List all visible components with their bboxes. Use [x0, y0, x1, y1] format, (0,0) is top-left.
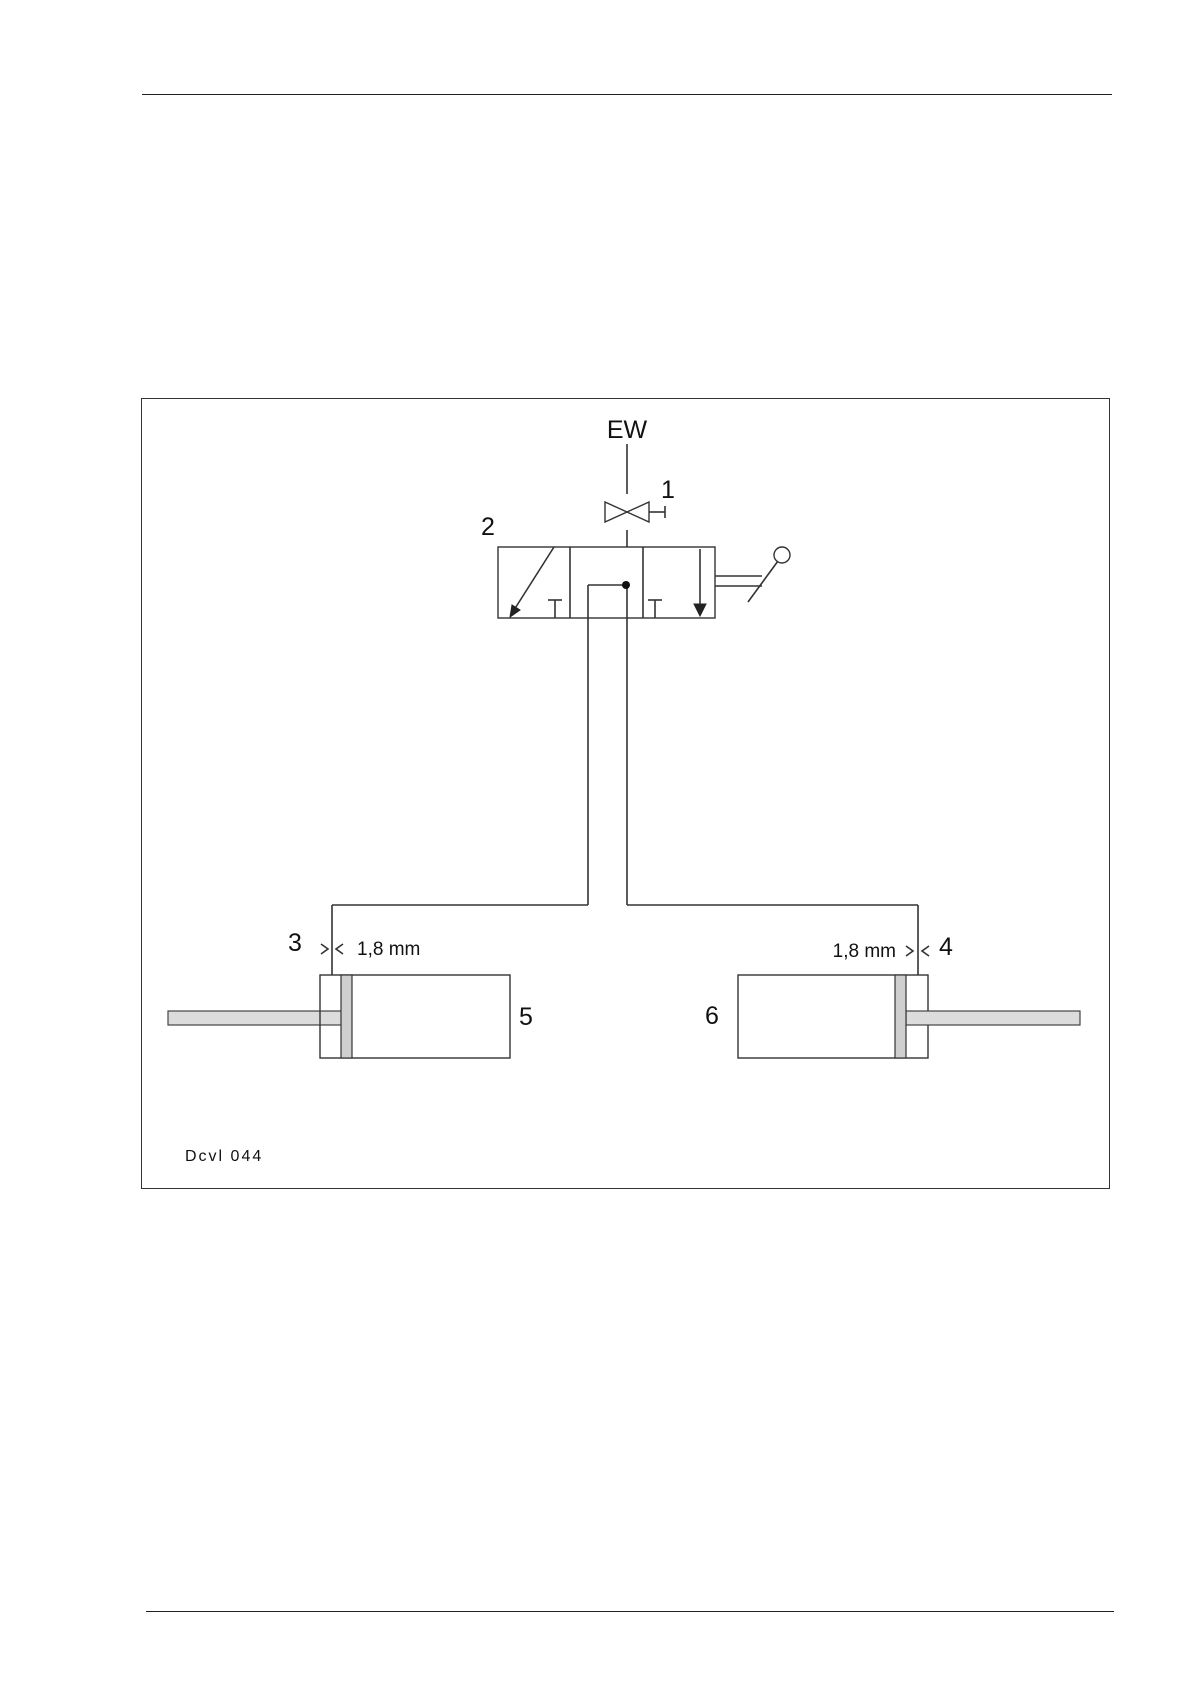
pipe-left [332, 618, 588, 975]
hand-lever-icon [715, 547, 790, 602]
figure-id: Dcvl 044 [185, 1148, 263, 1165]
supply-label: EW [607, 416, 648, 444]
callout-4: 4 [939, 933, 953, 961]
callout-6: 6 [705, 1002, 719, 1030]
shutoff-valve-icon [605, 502, 665, 522]
callout-5: 5 [519, 1003, 533, 1031]
cylinder-left [168, 975, 510, 1058]
callout-2: 2 [481, 513, 495, 541]
footer-rule [146, 1611, 1114, 1612]
restrictor-left-size: 1,8 mm [357, 939, 420, 960]
piston-right [895, 975, 906, 1058]
restrictor-right-size: 1,8 mm [833, 941, 896, 962]
restrictor-right: 1,8 mm [833, 941, 929, 962]
directional-valve [498, 547, 790, 618]
piston-rod-left [168, 1011, 342, 1025]
restrictor-left: 1,8 mm [321, 939, 420, 960]
cylinder-right [738, 975, 1080, 1058]
pipe-right [627, 618, 918, 975]
piston-rod-right [906, 1011, 1080, 1025]
callout-3: 3 [288, 929, 302, 957]
piston-left [341, 975, 352, 1058]
callout-1: 1 [661, 476, 675, 504]
